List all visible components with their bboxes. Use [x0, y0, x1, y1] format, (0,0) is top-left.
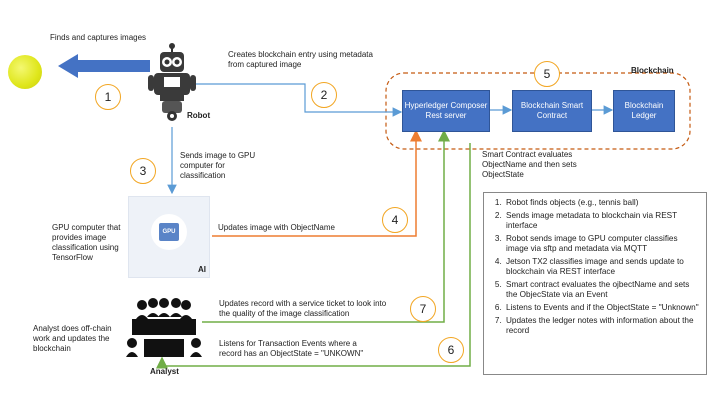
robot-icon [148, 43, 196, 121]
robot-to-composer-line [195, 83, 403, 117]
step-item: Robot finds objects (e.g., tennis ball) [504, 198, 700, 208]
step-item: Sends image metadata to blockchain via R… [504, 211, 700, 231]
smart-contract-box: Blockchain Smart Contract [512, 90, 592, 132]
step-item: Jetson TX2 classifies image and sends up… [504, 257, 700, 277]
ai-label: AI [198, 265, 206, 274]
analyst-icon [126, 298, 202, 357]
step-item: Updates the ledger notes with informatio… [504, 316, 700, 336]
step-badge-2: 2 [311, 82, 337, 108]
sends-image-label: Sends image to GPU computer for classifi… [180, 151, 256, 180]
composer-box: Hyperledger Composer Rest server [402, 90, 490, 132]
analyst-description: Analyst does off-chain work and updates … [33, 324, 112, 353]
finds-images-label: Finds and captures images [50, 33, 147, 42]
analyst-to-composer-line [202, 129, 450, 323]
step-badge-6: 6 [438, 337, 464, 363]
robot-label: Robot [187, 111, 211, 120]
analyst-label: Analyst [150, 367, 179, 376]
step-badge-5: 5 [534, 61, 560, 87]
step-item: Robot sends image to GPU computer classi… [504, 234, 700, 254]
gpu-description: GPU computer that provides image classif… [52, 223, 121, 262]
updates-image-label: Updates image with ObjectName [218, 223, 335, 232]
step-badge-7: 7 [410, 296, 436, 322]
updates-record-label: Updates record with a service ticket to … [219, 299, 387, 318]
creates-entry-label: Creates blockchain entry using metadata … [228, 50, 373, 69]
ledger-box: Blockchain Ledger [613, 90, 675, 132]
listens-label: Listens for Transaction Events where a r… [219, 339, 364, 358]
tennis-ball-icon [8, 55, 42, 89]
step-badge-1: 1 [95, 84, 121, 110]
events-to-analyst-line [156, 143, 471, 369]
blockchain-label: Blockchain [631, 66, 674, 75]
step-badge-3: 3 [130, 158, 156, 184]
step-badge-4: 4 [382, 207, 408, 233]
capture-arrow [58, 54, 150, 78]
gpu-to-composer-line [212, 129, 422, 237]
steps-legend: Robot finds objects (e.g., tennis ball) … [483, 192, 707, 375]
gpu-computer-card: GPU AI [128, 196, 210, 278]
steps-list: Robot finds objects (e.g., tennis ball) … [484, 193, 706, 336]
gpu-chip-icon: GPU [151, 214, 187, 250]
step-item: Listens to Events and if the ObjectState… [504, 303, 700, 313]
smart-contract-note: Smart Contract evaluates ObjectName and … [482, 150, 577, 179]
step-item: Smart contract evaluates the ojbectName … [504, 280, 700, 300]
gpu-chip-label: GPU [159, 223, 179, 241]
